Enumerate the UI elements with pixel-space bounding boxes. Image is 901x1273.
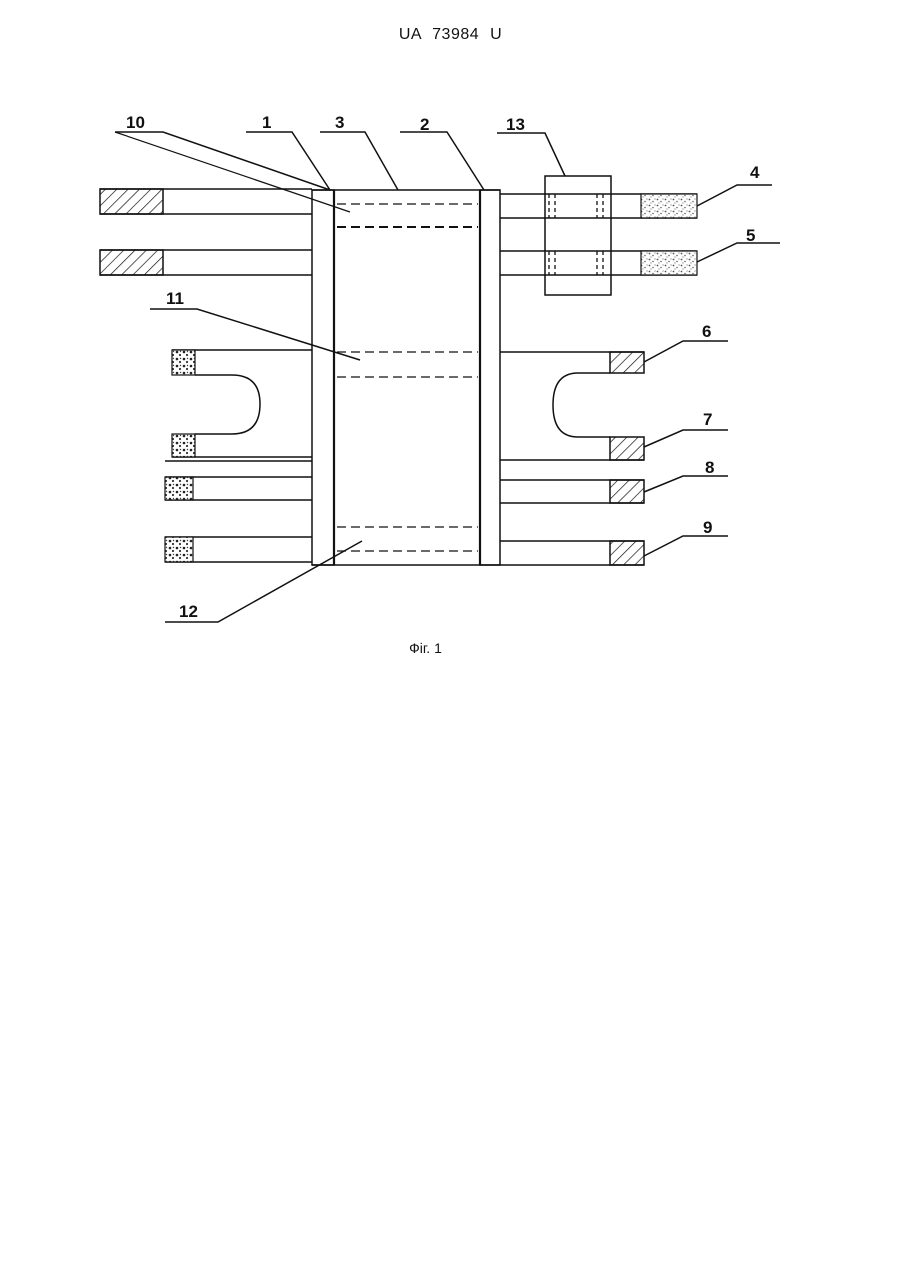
left-pipe-8-side [165,477,312,500]
pipe-5 [500,251,697,275]
pipe-4 [500,194,697,218]
label-11: 11 [166,289,184,308]
label-12: 12 [179,602,198,621]
label-1: 1 [262,113,271,132]
label-3: 3 [335,113,344,132]
left-wall [312,190,334,565]
label-9: 9 [703,518,712,537]
left-pipe-upper [100,189,312,214]
left-u-bend [172,350,312,457]
label-7: 7 [703,410,712,429]
element-10-dashed [337,204,478,227]
label-5: 5 [746,226,755,245]
left-pipe-9-side [165,537,312,562]
left-pipe-lower [100,250,312,275]
label-6: 6 [702,322,711,341]
label-10: 10 [126,113,145,132]
pipe-8 [500,480,644,503]
label-13: 13 [506,115,525,134]
right-u-bend [500,352,644,460]
element-11-dashed [337,352,478,377]
pipe-9 [500,541,644,565]
right-wall [480,190,500,565]
label-8: 8 [705,458,714,477]
element-12-dashed [337,527,478,551]
figure-caption: Фіг. 1 [0,640,851,656]
label-2: 2 [420,115,429,134]
label-4: 4 [750,163,760,182]
